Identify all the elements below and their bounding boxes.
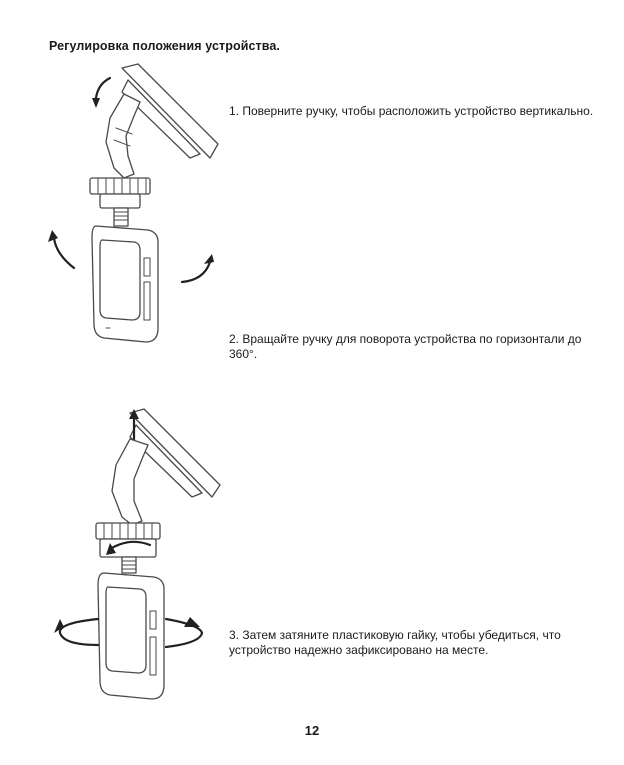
suction-cup-base	[121, 79, 201, 159]
tighten-arrow	[108, 540, 152, 551]
figure-tighten-nut	[50, 405, 240, 705]
suction-cup-base	[129, 424, 203, 498]
mount-arm	[105, 93, 141, 179]
dashcam-buttons	[143, 257, 151, 321]
suction-cup-plate	[121, 63, 219, 159]
dashcam-screen	[105, 586, 147, 674]
mount-arm	[111, 438, 149, 526]
rotate-arrow-left	[52, 236, 76, 270]
page-number: 12	[304, 723, 320, 738]
step-2-text: 2. Вращайте ручку для поворота устройств…	[229, 332, 582, 361]
step-1-text: 1. Поверните ручку, чтобы расположить ус…	[229, 104, 594, 118]
mount-knob	[89, 177, 151, 195]
dashcam-mount-illustration	[48, 63, 219, 343]
dashcam-tighten-illustration	[54, 408, 221, 700]
suction-cup-plate	[129, 408, 221, 498]
rotate-arrow-right	[180, 260, 212, 284]
rotate-arrow-top	[94, 76, 112, 100]
dashcam-screen	[99, 239, 141, 321]
dashcam-buttons	[149, 610, 157, 676]
step-3-text: 3. Затем затяните пластиковую гайку, что…	[229, 628, 561, 657]
rotate-arrow-right	[164, 617, 204, 649]
rotate-arrow-left	[58, 617, 100, 647]
page-title: Регулировка положения устройства.	[49, 39, 280, 53]
figure-rotate-mount	[40, 58, 230, 358]
